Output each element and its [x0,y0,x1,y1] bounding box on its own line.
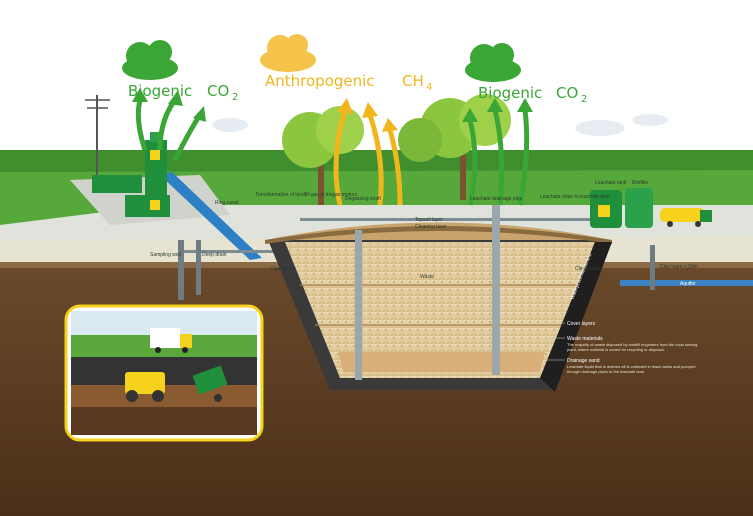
emission-label-center: Anthropogenic [265,72,375,90]
cloud-center-icon [260,34,316,72]
power-pole [85,95,110,175]
label-ring-canal: Ring canal [215,200,239,206]
inset-panel [64,304,264,442]
cloud-right-icon [465,43,521,82]
label-cleaning-layer: Cleaning layer [415,224,447,230]
co2-arrows-right [467,109,530,206]
label-leachate-drainage-pipe: Leachate drainage pipe [470,196,522,202]
label-cover-layers: Cover layers [567,321,596,327]
label-clay-barrier-right: Clay barrier [575,266,601,272]
emission-gas-center: CH [402,72,424,90]
label-aquifer: Aquifer [680,281,696,287]
label-leachate-drain: Leachate drain to leachate tank [540,194,610,200]
degassing-shaft [355,230,362,380]
label-topsoil-layer: Topsoil layer [415,217,443,223]
label-deep-drain: Deep drain [202,252,227,258]
tanker-truck [660,208,712,227]
emission-label-left: Biogenic [128,82,192,100]
waste-materials-description: The majority of waste disposed by landfi… [567,342,698,352]
ch4-arrows [333,109,403,206]
drainage-pipe-vertical [492,205,500,375]
label-transformation: Transformation of landfill gas in biogas… [255,192,358,198]
emission-sub-right: 2 [581,94,587,105]
gas-plant [92,132,170,217]
deep-drain [196,240,201,295]
emission-label-right: Biogenic [478,84,542,102]
label-biofilter: Biofilter [632,180,649,186]
gas-pipe [180,250,300,253]
label-waste-materials: Waste materials [567,336,603,342]
label-degassing-shaft: Degassing shaft [345,196,381,202]
aquifer-strip [620,280,753,286]
cloud-left-icon [122,40,178,80]
label-clay-loam: Clay loam < 10m [660,264,698,270]
label-clay-barrier-left: Clay barrier [270,266,296,272]
drainage-sand-layer [338,352,545,372]
leachate-tank [590,188,653,228]
emission-gas-left: CO [207,82,229,100]
sampling-well [178,240,184,300]
emission-sub-left: 2 [232,92,238,103]
cover-mound [265,222,612,240]
emission-sub-center: 4 [426,82,432,93]
drainage-sand-description: Leachate liquid that is drained off is c… [567,364,696,374]
label-leachate-tank: Leachate tank [595,180,627,186]
label-drainage-sand: Drainage sand [567,358,600,364]
label-sampling-well: Sampling well [150,252,181,258]
waste-body [285,242,595,378]
ring-canal [160,172,262,260]
label-waste: Waste [420,274,434,280]
emission-gas-right: CO [556,84,578,102]
